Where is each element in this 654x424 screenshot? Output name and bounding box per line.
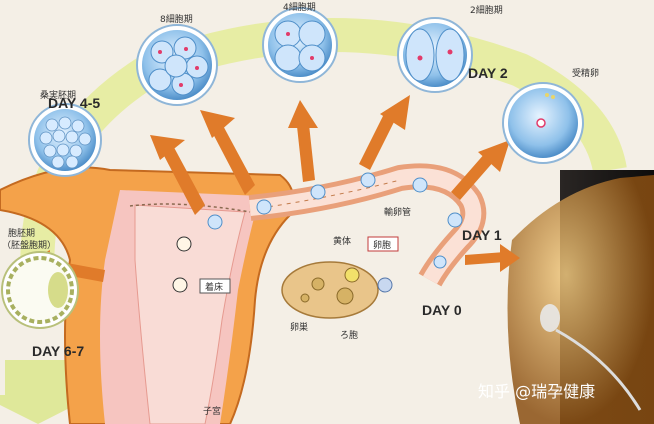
- morula-cell: [28, 103, 102, 177]
- label-day-4-5: DAY 4-5: [48, 95, 100, 111]
- label-four-cell: 4細胞期: [283, 1, 316, 13]
- label-oviduct: 輸卵管: [384, 206, 411, 218]
- label-day-2: DAY 2: [468, 65, 508, 81]
- label-day-1: DAY 1: [462, 227, 502, 243]
- label-uterus: 子宮: [203, 405, 221, 417]
- watermark: 知乎 @瑞孕健康: [478, 382, 595, 401]
- band-arrow-down: [0, 360, 95, 424]
- four-cell-stage: [262, 7, 338, 83]
- label-ovary: 卵巣: [290, 321, 308, 333]
- label-implant: 着床: [205, 281, 223, 293]
- label-corpus: 黄体: [333, 235, 351, 247]
- label-blastocyst-sub: （胚盤胞期）: [2, 239, 56, 251]
- label-day-6-7: DAY 6-7: [32, 343, 84, 359]
- zygote-cell: [502, 82, 584, 164]
- oviduct-cells: [172, 172, 463, 293]
- label-egg: 卵胞: [373, 239, 391, 251]
- two-cell-stage: [397, 17, 473, 93]
- blastocyst-cell: [1, 251, 79, 329]
- eight-cell-stage: [136, 24, 218, 106]
- label-zygote: 受精卵: [572, 67, 599, 79]
- label-follicle: ろ胞: [340, 329, 358, 341]
- uterus: [0, 166, 295, 424]
- label-blastocyst: 胞胚期: [8, 227, 35, 239]
- implant-label-box: [199, 278, 231, 294]
- microscope-photo: [507, 170, 654, 424]
- label-day-0: DAY 0: [422, 302, 462, 318]
- ovary: [281, 261, 393, 319]
- label-eight-cell: 8細胞期: [160, 13, 193, 25]
- label-two-cell: 2細胞期: [470, 4, 503, 16]
- label-morula: 桑実胚期: [40, 89, 76, 101]
- egg-label-box: [367, 236, 399, 252]
- stage-arrows: [25, 95, 520, 282]
